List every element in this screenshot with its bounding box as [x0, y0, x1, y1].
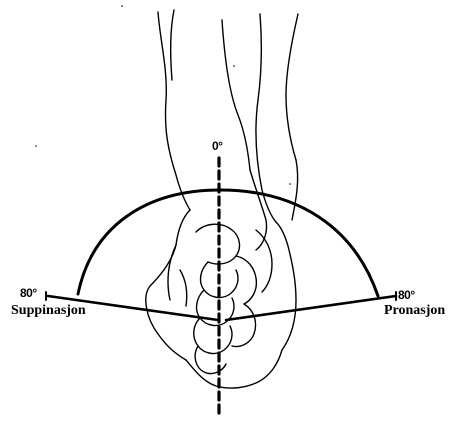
scan-specks — [35, 5, 291, 185]
angle-label-right: 80° — [398, 289, 415, 301]
rotation-arc — [78, 190, 378, 296]
pronation-label: Pronasjon — [384, 304, 445, 318]
supination-label: Suppinasjon — [11, 304, 86, 318]
angle-label-top: 0° — [212, 140, 222, 152]
angle-label-left: 80° — [20, 287, 37, 299]
hand-outline — [146, 170, 296, 388]
pronation-limit-line — [226, 296, 396, 320]
